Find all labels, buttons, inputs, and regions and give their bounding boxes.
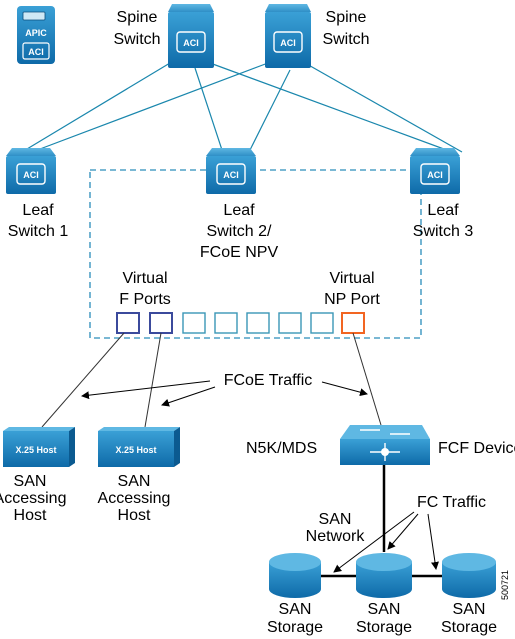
host-1-box-label: X.25 Host: [15, 445, 56, 455]
spine-2-label-line1: Spine: [326, 9, 367, 26]
apic-controller: APIC ACI: [17, 6, 55, 64]
storage-3-line1: SAN: [453, 601, 486, 618]
spine-1-label-line2: Switch: [113, 31, 160, 48]
virtual-np-port-line1: Virtual: [329, 270, 374, 287]
san-storage-3: [442, 553, 496, 598]
virtual-f-port-2: [149, 312, 173, 334]
port-5: [246, 312, 270, 334]
storage-1-line2: Storage: [267, 619, 323, 636]
host-2-box-label: X.25 Host: [115, 445, 156, 455]
host-2-label-line1: SAN: [118, 473, 151, 490]
leaf-3-label-line1: Leaf: [427, 202, 459, 219]
leaf-2-label-line2: Switch 2/: [207, 223, 272, 240]
leaf-switch-1: ACI: [6, 148, 56, 194]
fcoe-links: [41, 332, 382, 428]
virtual-np-port: [341, 312, 365, 334]
fcoe-traffic-label: FCoE Traffic: [224, 372, 313, 389]
spine-leaf-links: [21, 62, 463, 153]
virtual-f-port-1: [116, 312, 140, 334]
n5k-mds-label: N5K/MDS: [246, 440, 317, 457]
spine-switch-2: ACI: [265, 4, 311, 68]
host-2-label-line2: Accessing: [98, 490, 171, 507]
port-7: [310, 312, 334, 334]
port-row: [116, 312, 365, 334]
fc-links: [318, 465, 442, 578]
leaf-2-badge: ACI: [223, 170, 239, 180]
san-network-line2: Network: [306, 528, 366, 545]
spine-1-badge: ACI: [183, 38, 199, 48]
leaf-1-label-line2: Switch 1: [8, 223, 69, 240]
figure-id: 500721: [500, 570, 510, 600]
storage-3-line2: Storage: [441, 619, 497, 636]
host-1-label-line1: SAN: [14, 473, 47, 490]
spine-1-label-line1: Spine: [117, 9, 158, 26]
host-1-label-line3: Host: [14, 507, 47, 524]
san-storage-1: [269, 553, 321, 598]
port-3: [182, 312, 206, 334]
host-1-label-line2: Accessing: [0, 490, 66, 507]
leaf-1-badge: ACI: [23, 170, 39, 180]
san-storage-2: [356, 553, 412, 598]
spine-2-badge: ACI: [280, 38, 296, 48]
leaf-1-label-line1: Leaf: [22, 202, 54, 219]
storage-1-line1: SAN: [279, 601, 312, 618]
apic-label: APIC: [25, 28, 47, 38]
leaf-2-label-line3: FCoE NPV: [200, 244, 279, 261]
host-2-label-line3: Host: [118, 507, 151, 524]
spine-switch-1: ACI: [168, 4, 214, 68]
san-host-1: X.25 Host: [3, 427, 75, 467]
virtual-f-ports-line2: F Ports: [119, 291, 171, 308]
leaf-3-label-line2: Switch 3: [413, 223, 474, 240]
virtual-np-port-line2: NP Port: [324, 291, 380, 308]
fcoe-traffic-arrows: [81, 380, 368, 407]
leaf-3-badge: ACI: [427, 170, 443, 180]
fcf-device-label: FCF Device: [438, 440, 515, 457]
storage-2-line2: Storage: [356, 619, 412, 636]
port-6: [278, 312, 302, 334]
leaf-switch-3: ACI: [410, 148, 460, 194]
san-network-line1: SAN: [319, 511, 352, 528]
fcf-switch: [340, 425, 430, 465]
fc-traffic-label: FC Traffic: [417, 494, 486, 511]
leaf-switch-2: ACI: [206, 148, 256, 194]
apic-badge: ACI: [28, 47, 44, 57]
storage-2-line1: SAN: [368, 601, 401, 618]
spine-2-label-line2: Switch: [322, 31, 369, 48]
port-4: [214, 312, 238, 334]
leaf-2-label-line1: Leaf: [223, 202, 255, 219]
san-host-2: X.25 Host: [98, 427, 180, 467]
virtual-f-ports-line1: Virtual: [122, 270, 167, 287]
fc-traffic-arrows: [333, 511, 439, 573]
